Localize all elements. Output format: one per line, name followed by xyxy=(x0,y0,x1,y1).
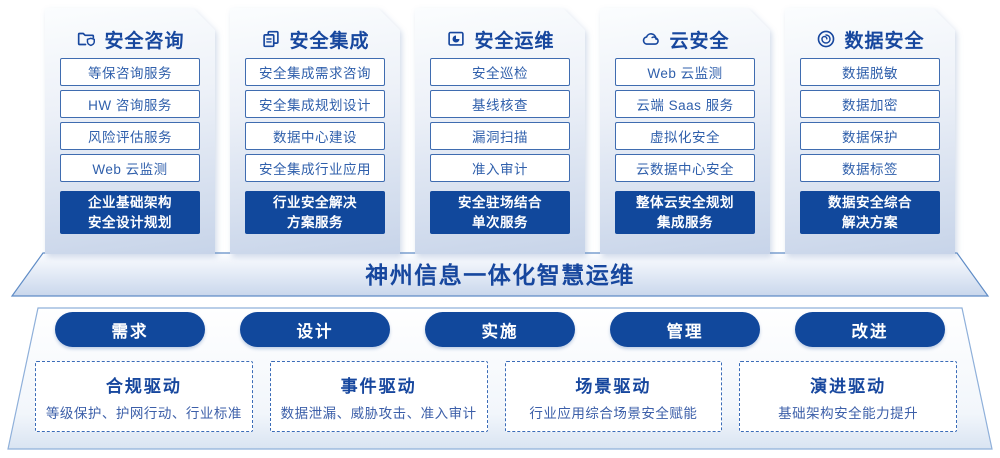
column-title: 数据安全 xyxy=(844,30,925,52)
service-item: 安全集成需求咨询 xyxy=(245,58,385,86)
column-header: 云安全 xyxy=(615,8,755,54)
banner-title: 神州信息一体化智慧运维 xyxy=(365,262,635,288)
service-item: Web 云监测 xyxy=(615,58,755,86)
cloud-icon xyxy=(640,28,662,50)
highlight-service: 数据安全综合 解决方案 xyxy=(800,191,940,234)
service-item: 安全巡检 xyxy=(430,58,570,86)
highlight-service: 整体云安全规划 集成服务 xyxy=(615,191,755,234)
highlight-line: 数据安全综合 xyxy=(828,194,912,210)
driver-title: 演进驱动 xyxy=(810,376,887,396)
service-item: 云端 Saas 服务 xyxy=(615,90,755,118)
driver-box-evolution: 演进驱动 基础架构安全能力提升 xyxy=(739,361,957,432)
column-title: 云安全 xyxy=(669,30,730,52)
highlight-line: 集成服务 xyxy=(657,214,713,230)
driver-title: 事件驱动 xyxy=(340,376,417,396)
highlight-line: 方案服务 xyxy=(287,214,343,230)
column-panel: 云安全 Web 云监测 云端 Saas 服务 虚拟化安全 云数据中心安全 整体云… xyxy=(600,8,770,254)
column-panel: 安全运维 安全巡检 基线核查 漏洞扫描 准入审计 安全驻场结合 单次服务 xyxy=(415,8,585,254)
column-title: 安全运维 xyxy=(474,30,555,52)
service-item: 数据保护 xyxy=(800,122,940,150)
driver-desc: 数据泄漏、威胁攻击、准入审计 xyxy=(280,405,477,421)
highlight-line: 整体云安全规划 xyxy=(636,194,734,210)
highlight-service: 企业基础架构 安全设计规划 xyxy=(60,191,200,234)
service-item: 漏洞扫描 xyxy=(430,122,570,150)
driver-desc: 基础架构安全能力提升 xyxy=(778,405,919,421)
phase-row: 需求 设计 实施 管理 改进 xyxy=(55,312,945,347)
column-header: 数据安全 xyxy=(800,8,940,54)
service-item: 安全集成规划设计 xyxy=(245,90,385,118)
driver-box-compliance: 合规驱动 等级保护、护网行动、行业标准 xyxy=(35,361,253,432)
phase-pill-design: 设计 xyxy=(240,312,390,347)
driver-title: 场景驱动 xyxy=(575,376,652,396)
service-item: 风险评估服务 xyxy=(60,122,200,150)
column-title: 安全集成 xyxy=(289,30,370,52)
service-column-cloud: 云安全 Web 云监测 云端 Saas 服务 虚拟化安全 云数据中心安全 整体云… xyxy=(600,8,770,254)
highlight-line: 行业安全解决 xyxy=(273,194,357,210)
highlight-line: 安全驻场结合 xyxy=(458,194,542,210)
highlight-service: 行业安全解决 方案服务 xyxy=(245,191,385,234)
service-item: 数据标签 xyxy=(800,154,940,182)
service-item: 数据脱敏 xyxy=(800,58,940,86)
service-item: 基线核查 xyxy=(430,90,570,118)
driver-title: 合规驱动 xyxy=(105,376,182,396)
column-panel: 安全咨询 等保咨询服务 HW 咨询服务 风险评估服务 Web 云监测 企业基础架… xyxy=(45,8,215,254)
column-header: 安全集成 xyxy=(245,8,385,54)
service-item: 安全集成行业应用 xyxy=(245,154,385,182)
column-header: 安全运维 xyxy=(430,8,570,54)
column-title: 安全咨询 xyxy=(104,30,185,52)
driver-desc: 行业应用综合场景安全赋能 xyxy=(529,405,698,421)
highlight-line: 解决方案 xyxy=(842,214,898,230)
column-panel: 数据安全 数据脱敏 数据加密 数据保护 数据标签 数据安全综合 解决方案 xyxy=(785,8,955,254)
service-item: 云数据中心安全 xyxy=(615,154,755,182)
service-item: 数据中心建设 xyxy=(245,122,385,150)
service-item: HW 咨询服务 xyxy=(60,90,200,118)
service-column-operations: 安全运维 安全巡检 基线核查 漏洞扫描 准入审计 安全驻场结合 单次服务 xyxy=(415,8,585,254)
folder-shield-icon xyxy=(75,28,97,50)
column-panel: 安全集成 安全集成需求咨询 安全集成规划设计 数据中心建设 安全集成行业应用 行… xyxy=(230,8,400,254)
service-item: 准入审计 xyxy=(430,154,570,182)
service-item: 虚拟化安全 xyxy=(615,122,755,150)
service-item: 数据加密 xyxy=(800,90,940,118)
stacked-documents-icon xyxy=(260,28,282,50)
monitor-pie-icon xyxy=(445,28,467,50)
service-column-consulting: 安全咨询 等保咨询服务 HW 咨询服务 风险评估服务 Web 云监测 企业基础架… xyxy=(45,8,215,254)
service-item: Web 云监测 xyxy=(60,154,200,182)
service-column-data: 数据安全 数据脱敏 数据加密 数据保护 数据标签 数据安全综合 解决方案 xyxy=(785,8,955,254)
driver-box-scenario: 场景驱动 行业应用综合场景安全赋能 xyxy=(504,361,723,432)
highlight-line: 安全设计规划 xyxy=(88,214,172,230)
phase-pill-manage: 管理 xyxy=(610,312,760,347)
driver-box-event: 事件驱动 数据泄漏、威胁攻击、准入审计 xyxy=(269,361,488,432)
driver-row: 合规驱动 等级保护、护网行动、行业标准 事件驱动 数据泄漏、威胁攻击、准入审计 … xyxy=(35,361,957,432)
service-item: 等保咨询服务 xyxy=(60,58,200,86)
highlight-line: 单次服务 xyxy=(472,214,528,230)
service-column-integration: 安全集成 安全集成需求咨询 安全集成规划设计 数据中心建设 安全集成行业应用 行… xyxy=(230,8,400,254)
fingerprint-icon xyxy=(815,28,837,50)
phase-pill-demand: 需求 xyxy=(55,312,205,347)
highlight-line: 企业基础架构 xyxy=(88,194,172,210)
highlight-service: 安全驻场结合 单次服务 xyxy=(430,191,570,234)
column-header: 安全咨询 xyxy=(60,8,200,54)
driver-desc: 等级保护、护网行动、行业标准 xyxy=(45,405,242,421)
phase-pill-improve: 改进 xyxy=(795,312,945,347)
phase-pill-implement: 实施 xyxy=(425,312,575,347)
